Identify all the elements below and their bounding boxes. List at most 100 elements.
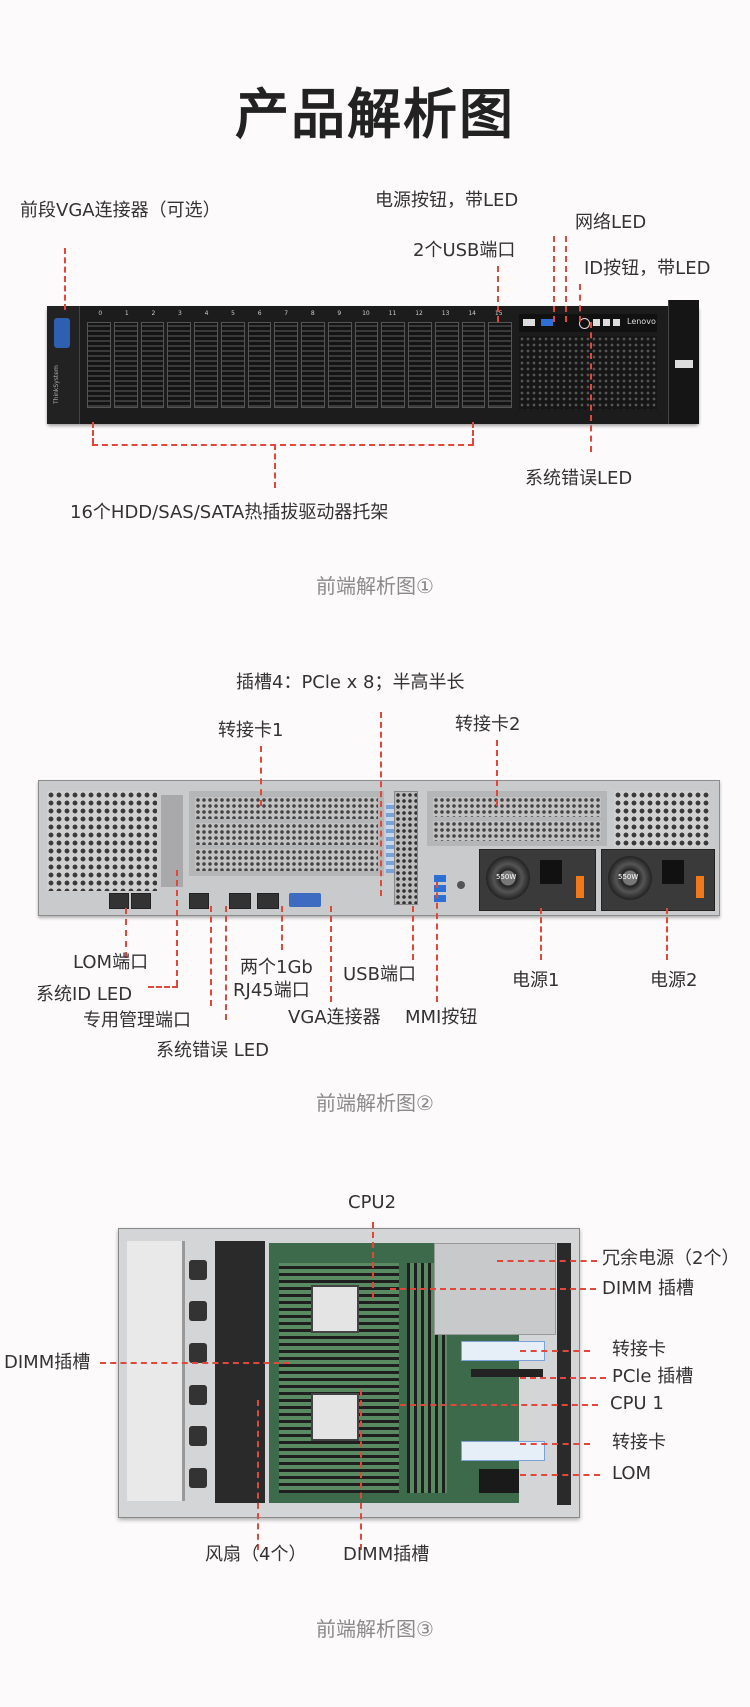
bay-number: 5 [231,310,235,317]
psu-release-latch[interactable] [576,876,584,898]
leader-line [565,236,567,322]
blue-latch [386,803,394,873]
drive-bay[interactable] [381,322,405,408]
drive-bay[interactable] [113,322,138,408]
top-cpu1-label: CPU 1 [610,1393,664,1414]
leader-line [520,1474,600,1476]
psu-release-latch[interactable] [696,876,704,898]
pcie-slot-cover [433,821,601,841]
page-title: 产品解析图 [235,83,515,146]
top-dimm-bottom-label: DIMM插槽 [343,1544,430,1565]
drive-bay[interactable] [488,322,512,408]
leader-line [260,746,262,806]
power-button[interactable] [579,318,590,329]
leader-line [590,322,592,452]
bay-number: 9 [337,310,342,317]
front-vent-grille [519,336,657,410]
leader-line [100,1362,290,1364]
lom-port[interactable] [109,893,129,909]
pcie-slot-cover [195,797,378,819]
power-inlet[interactable] [662,860,684,884]
leader-line [400,1404,598,1406]
drive-bay[interactable] [220,322,245,408]
system-error-led [613,319,620,326]
rear-server-image: 550W 550W [38,780,720,916]
pcie-slot-cover [195,849,378,871]
bay-number: 3 [178,310,182,317]
drive-bay[interactable] [167,322,191,408]
drive-bay[interactable] [434,322,459,408]
id-button[interactable] [603,319,610,326]
top-server-image [118,1228,580,1518]
leader-line [257,1400,259,1550]
drive-bay[interactable] [194,322,218,408]
vga-port[interactable] [289,893,321,907]
drive-bay[interactable] [274,322,298,408]
bay-number: 2 [151,310,156,317]
drive-bay[interactable] [408,322,432,408]
riser2-slots [427,791,607,846]
leader-line [281,906,283,950]
management-port[interactable] [189,893,209,909]
top-pcie-label: PCle 插槽 [612,1366,694,1387]
side-brand-label: ThinkSystem [53,365,60,404]
cpu2-socket[interactable] [311,1285,359,1333]
drive-bay[interactable] [301,322,325,408]
drive-bay[interactable] [354,322,379,408]
drive-bay[interactable] [327,322,352,408]
front-server-image: ThinkSystem 0 1 2 3 4 5 6 7 8 9 10 11 12… [47,300,699,424]
drive-bay[interactable] [140,322,165,408]
rj45-port-2[interactable] [257,893,279,909]
rear-frame [557,1243,571,1505]
cpu1-socket[interactable] [311,1393,359,1441]
drive-bay[interactable] [87,322,111,408]
leader-line [497,1260,597,1262]
rj45-port-1[interactable] [229,893,251,909]
top-dimm-right-label: DIMM 插槽 [602,1278,694,1299]
pcie-slot[interactable] [471,1369,543,1377]
bracket-line [92,422,94,444]
front-usb3-port[interactable] [541,319,553,326]
lom-port[interactable] [131,893,151,909]
leader-line [274,444,276,488]
usb-port[interactable] [434,885,446,892]
top-redundant-psu-label: 冗余电源（2个） [602,1248,740,1269]
leader-line [520,1377,606,1379]
leader-line [64,248,66,310]
riser-card[interactable] [461,1441,545,1461]
fan-icon [189,1384,207,1405]
fan-icon [189,1468,207,1489]
rear-management-label: 专用管理端口 [83,1010,191,1031]
rear-rj45-label-2: RJ45端口 [233,980,310,1001]
front-system-error-label: 系统错误LED [525,468,633,489]
nmi-button[interactable] [457,881,465,889]
drive-bay[interactable] [461,322,486,408]
leader-line [176,870,178,986]
psu-rating: 550W [496,873,517,881]
leader-line [148,986,178,988]
front-usb-port[interactable] [523,319,535,326]
leader-line [553,236,555,322]
slot4 [394,791,418,905]
usb-port[interactable] [434,875,446,882]
top-cpu2-label: CPU2 [348,1192,397,1213]
drive-bay[interactable] [247,322,272,408]
fan-icon [189,1426,207,1447]
rear-slot4-label: 插槽4：PCle x 8；半高半长 [236,672,465,693]
leader-line [390,1288,596,1290]
leader-line [380,712,382,896]
psu-1[interactable]: 550W [479,849,596,911]
pull-tab[interactable] [675,360,693,368]
leader-line [330,906,332,1002]
leader-line [520,1350,590,1352]
usb-port[interactable] [434,895,446,902]
power-inlet[interactable] [540,860,562,884]
pcie-slot-cover [195,823,378,845]
top-dimm-left-label: DIMM插槽 [4,1352,91,1373]
riser1-slots [189,791,394,876]
rear-psu2-label: 电源2 [650,970,698,991]
fan-icon [189,1259,207,1280]
leader-line [540,908,542,960]
leader-line [125,908,127,958]
psu-2[interactable]: 550W [601,849,715,911]
